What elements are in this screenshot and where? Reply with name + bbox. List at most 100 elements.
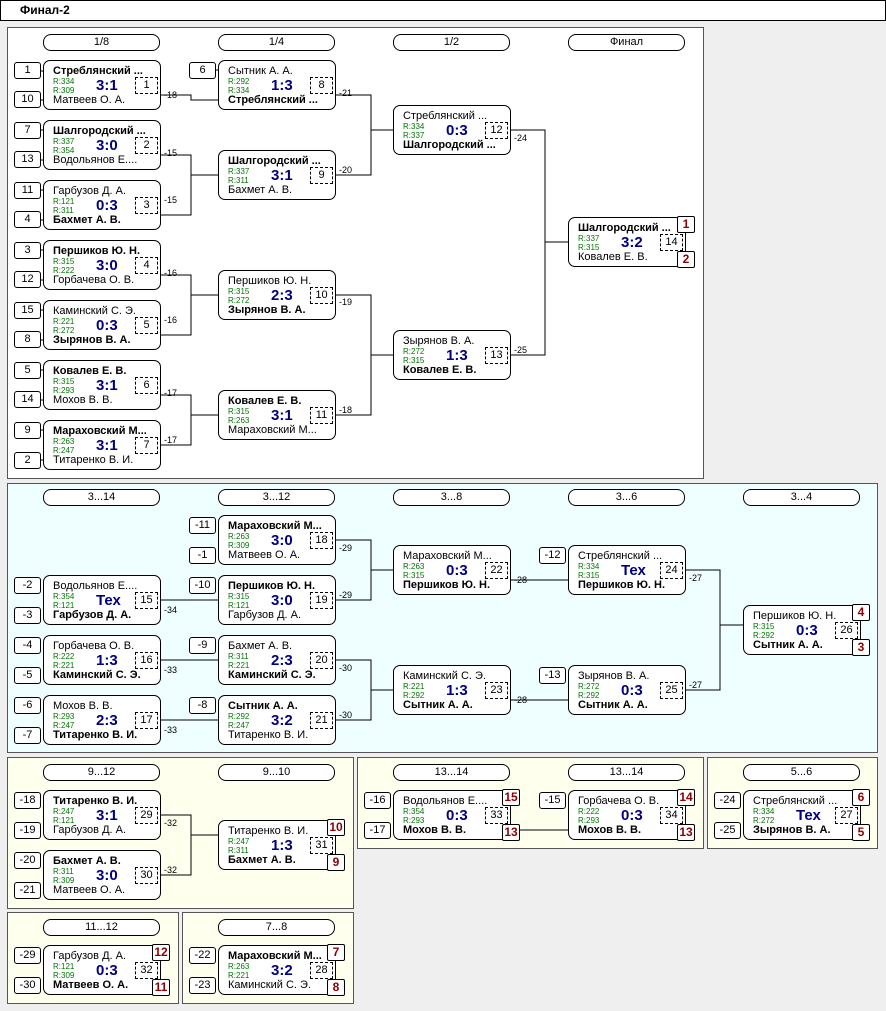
source-box: -25 bbox=[714, 822, 741, 839]
player-1-name: Першиков Ю. Н. bbox=[228, 580, 316, 592]
player-1-rating: R:315 bbox=[53, 377, 75, 386]
player-2-rating: R:247 bbox=[228, 721, 250, 730]
player-1-rating: R:263 bbox=[228, 532, 250, 541]
player-1-name: Горбачева О. В. bbox=[53, 640, 135, 652]
loser-dest-label: -24 bbox=[514, 133, 528, 143]
match-score: 2:3 bbox=[271, 287, 293, 304]
player-1-name: Титаренко В. И. bbox=[228, 825, 309, 837]
player-1-rating: R:337 bbox=[53, 137, 75, 146]
match-score: 1:3 bbox=[271, 837, 293, 854]
player-1-name: Горбачева О. В. bbox=[578, 795, 660, 807]
player-2-rating: R:247 bbox=[53, 446, 75, 455]
source-box: -8 bbox=[189, 697, 216, 714]
player-1-name: Гарбузов Д. А. bbox=[53, 185, 127, 197]
match-number: 7 bbox=[135, 437, 158, 454]
player-1-name: Першиков Ю. Н. bbox=[753, 610, 837, 622]
player-1-rating: R:337 bbox=[228, 167, 250, 176]
player-1-name: Титаренко В. И. bbox=[53, 795, 138, 807]
player-1-name: Каминский С. Э. bbox=[53, 305, 136, 317]
player-2-rating: R:292 bbox=[403, 691, 425, 700]
match-score: 1:3 bbox=[271, 77, 293, 94]
round-label-13-14-a: 13...14 bbox=[393, 764, 510, 781]
player-2-rating: R:311 bbox=[228, 846, 249, 855]
match-number: 32 bbox=[135, 962, 158, 979]
player-2-rating: R:221 bbox=[228, 661, 250, 670]
player-1-rating: R:292 bbox=[228, 77, 250, 86]
player-1-name: Ковалев Е. В. bbox=[228, 395, 302, 407]
player-2-name: Титаренко В. И. bbox=[53, 729, 138, 741]
player-1-name: Першиков Ю. Н. bbox=[53, 245, 141, 257]
source-box: -29 bbox=[14, 947, 41, 964]
seed-box: 5 bbox=[14, 362, 41, 379]
player-2-name: Горбачева О. В. bbox=[53, 274, 135, 286]
player-1-name: Стреблянский ... bbox=[753, 795, 838, 807]
match-score: 3:2 bbox=[271, 962, 293, 979]
match-score: 0:3 bbox=[621, 682, 643, 699]
loser-dest-label: -15 bbox=[164, 148, 178, 158]
player-2-name: Титаренко В. И. bbox=[228, 729, 309, 741]
player-1-rating: R:222 bbox=[53, 652, 75, 661]
player-1-rating: R:337 bbox=[578, 234, 600, 243]
player-2-rating: R:293 bbox=[578, 816, 600, 825]
source-box: -10 bbox=[189, 577, 216, 594]
player-2-rating: R:311 bbox=[53, 206, 74, 215]
player-2-rating: R:221 bbox=[228, 971, 250, 980]
player-1-rating: R:222 bbox=[578, 807, 600, 816]
source-box: -4 bbox=[14, 637, 41, 654]
player-1-name: Стреблянский ... bbox=[53, 65, 143, 77]
player-1-rating: R:311 bbox=[53, 867, 74, 876]
place-badge: 6 bbox=[852, 789, 870, 806]
player-1-rating: R:263 bbox=[53, 437, 75, 446]
player-2-name: Зырянов В. А. bbox=[753, 824, 831, 836]
place-badge: 10 bbox=[327, 819, 345, 836]
source-box: -1 bbox=[189, 547, 216, 564]
source-box: -2 bbox=[14, 577, 41, 594]
place-badge: 14 bbox=[677, 789, 695, 806]
loser-dest-label: -33 bbox=[164, 725, 178, 735]
player-1-name: Водольянов Е.... bbox=[403, 795, 488, 807]
match-score: 0:3 bbox=[446, 122, 468, 139]
round-label-3-4: 3...4 bbox=[743, 489, 860, 506]
player-2-rating: R:315 bbox=[578, 571, 600, 580]
source-box: -3 bbox=[14, 607, 41, 624]
loser-dest-label: -32 bbox=[164, 818, 178, 828]
match-score: 3:1 bbox=[96, 377, 118, 394]
match-score: 0:3 bbox=[796, 622, 818, 639]
match-score: 0:3 bbox=[446, 562, 468, 579]
source-box: -16 bbox=[364, 792, 391, 809]
